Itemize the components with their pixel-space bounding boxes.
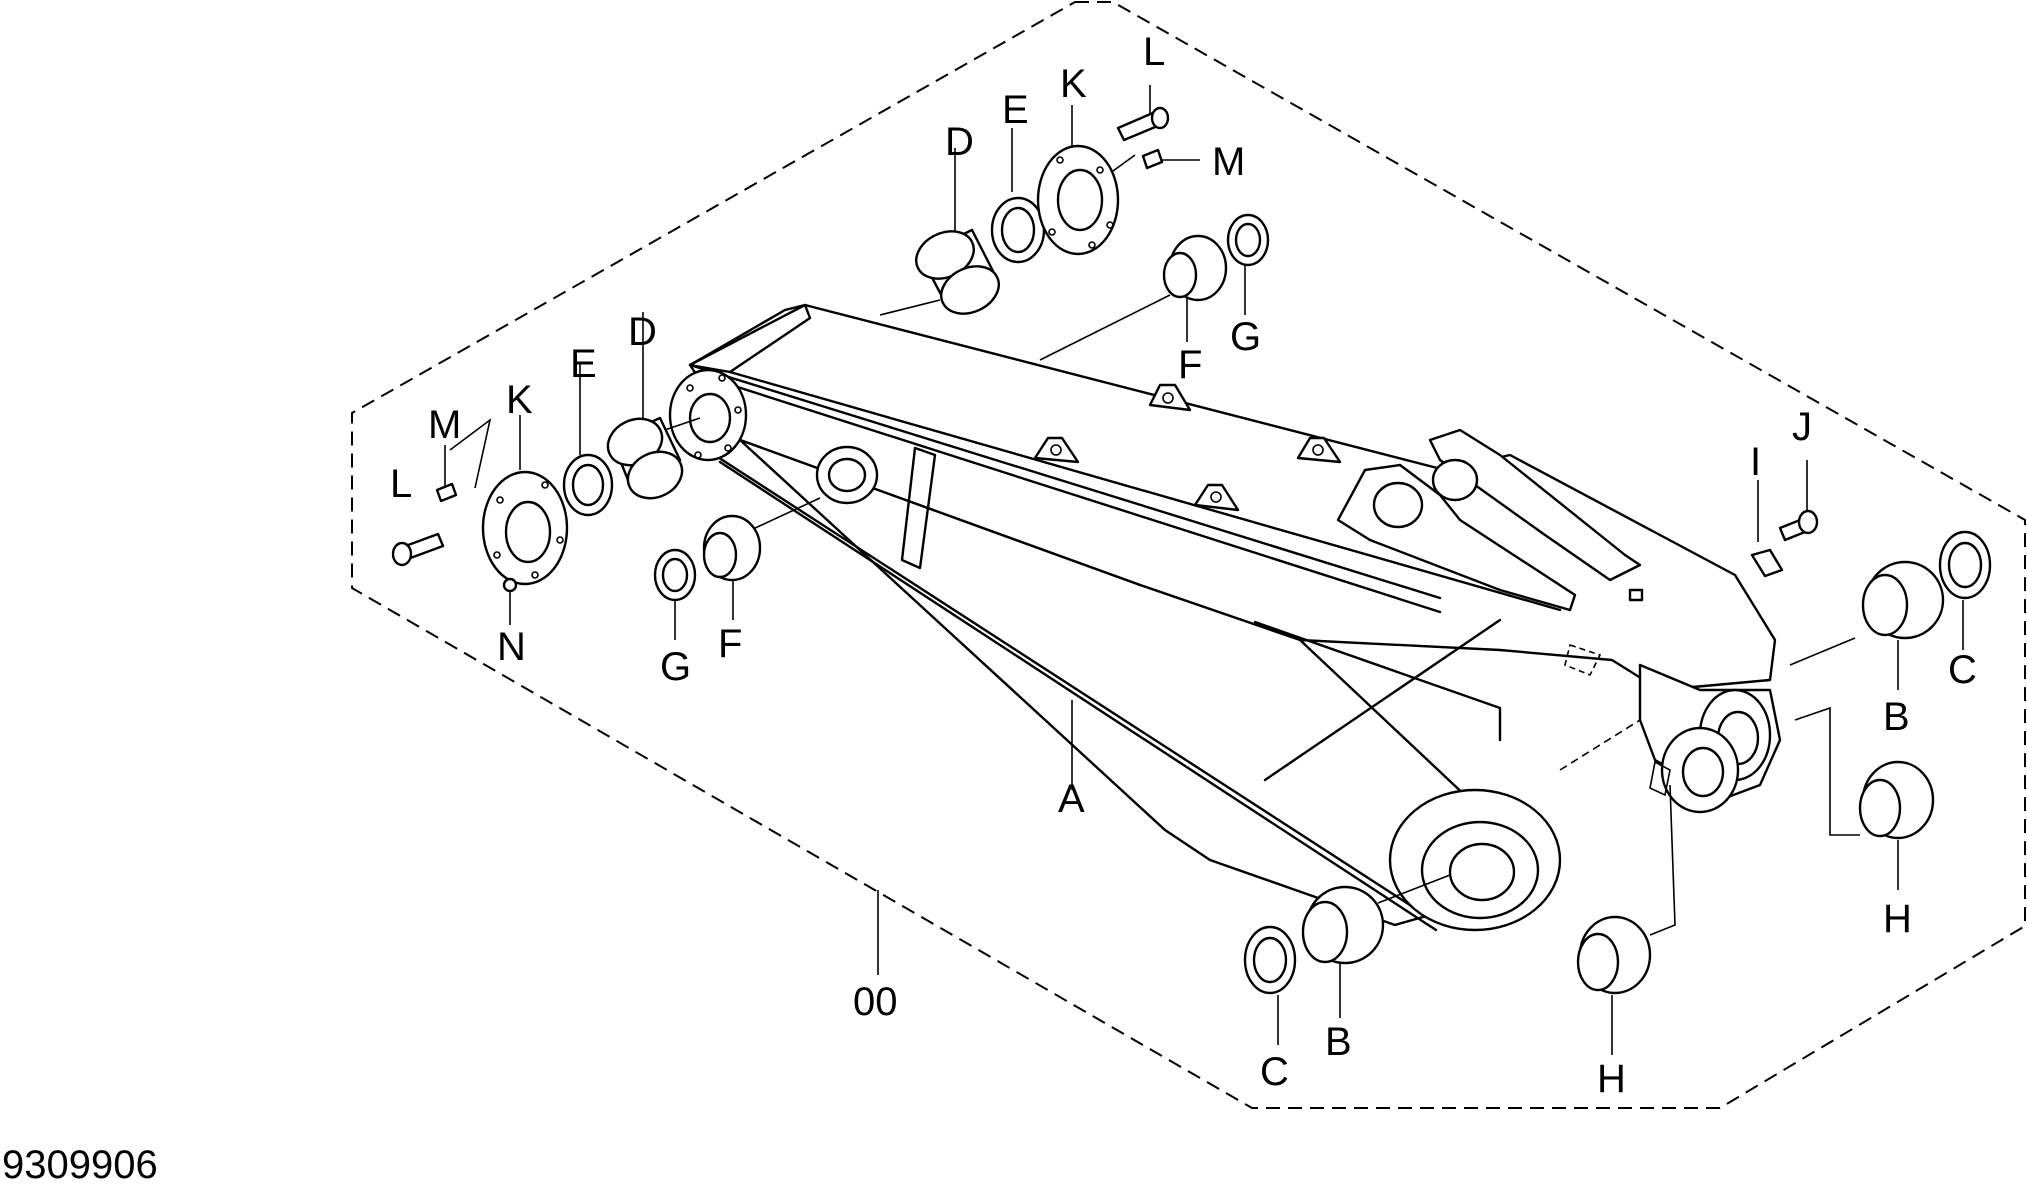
callout-n: N [497,625,526,669]
callout-k-top: K [1060,62,1087,106]
callout-k-left: K [506,378,533,422]
part-j-bolt [1778,509,1819,542]
callout-g-left: G [660,645,691,689]
callout-d-left: D [628,310,657,354]
callout-f-top: F [1178,343,1202,387]
leader-lines [444,85,1964,1055]
callout-a: A [1058,777,1085,821]
callout-c-right: C [1948,648,1977,692]
part-m-top-pin [1141,148,1164,170]
part-e-top-ring [990,196,1046,264]
drawing-number: 9309906 [2,1143,158,1187]
callout-b-right: B [1883,695,1910,739]
callout-j: J [1792,405,1812,449]
part-g-left-ring [653,548,697,602]
part-d-left-bushing [606,416,684,500]
callout-l-top: L [1143,30,1165,74]
callout-h-right: H [1883,897,1912,941]
callout-d-top: D [945,120,974,164]
part-g-top-ring [1226,213,1270,267]
part-d-top-bushing [915,228,1000,315]
part-n-grease-nipple [502,577,518,593]
part-l-left-bolt [391,532,445,567]
callout-h-bottom: H [1597,1057,1626,1101]
part-h-bottom-bushing [1576,915,1652,995]
part-c-right-ring [1938,530,1992,600]
part-c-bottom-ring [1243,925,1297,995]
assembly-boundary-dashed [351,0,2026,1109]
part-b-right-bushing [1861,560,1945,640]
callout-g-top: G [1230,315,1261,359]
assembly-label: 00 [853,980,898,1024]
callout-m-left: M [428,403,461,447]
callout-e-top: E [1002,88,1029,132]
part-k-top-plate [1036,144,1120,256]
callout-i: I [1750,440,1761,484]
callout-m-top: M [1212,140,1245,184]
callout-l-left: L [390,462,412,506]
part-e-left-ring [562,453,614,517]
part-k-left-plate [481,470,569,586]
part-m-left-pin [435,482,458,503]
callout-e-left: E [570,342,597,386]
part-f-top-bushing [1162,234,1228,302]
part-l-top-bolt [1116,106,1170,142]
boom-body [668,303,1784,932]
callout-f-left: F [718,622,742,666]
callout-labels: A D E K L M F G D E K M L N G F I J B C … [390,30,1977,1101]
part-f-left-bushing [702,514,762,582]
part-h-right-bushing [1858,760,1935,840]
part-b-bottom-bushing [1301,885,1385,965]
callout-b-bottom: B [1325,1020,1352,1064]
callout-c-bottom: C [1260,1050,1289,1094]
